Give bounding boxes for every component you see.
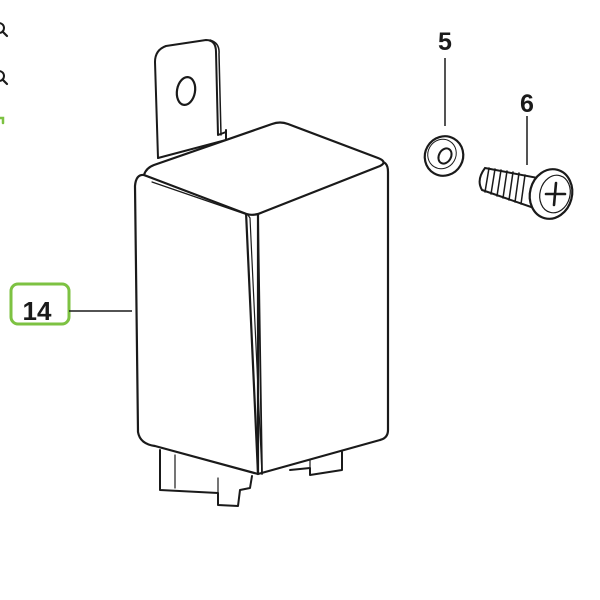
reset-view-tool[interactable] xyxy=(0,114,10,130)
mounting-bracket xyxy=(154,39,227,159)
relay-top-face xyxy=(142,121,385,216)
reset-view-icon xyxy=(0,116,5,125)
zoom-in-icon xyxy=(0,22,9,38)
relay-part[interactable] xyxy=(133,39,390,507)
relay-side-face xyxy=(256,160,390,476)
zoom-out-tool[interactable] xyxy=(0,70,10,86)
callout-screw[interactable]: 6 xyxy=(520,90,534,118)
callout-highlight-box xyxy=(9,282,71,326)
zoom-out-icon xyxy=(0,70,9,86)
bracket-hole xyxy=(175,76,197,106)
washer-hole xyxy=(437,147,453,165)
callout-relay[interactable]: 14 xyxy=(23,296,52,326)
relay-front-face xyxy=(133,173,260,476)
callout-relay-group[interactable]: 14 xyxy=(9,282,71,326)
phillips-cross-icon xyxy=(544,181,567,207)
zoom-in-tool[interactable] xyxy=(0,22,10,38)
connector-base xyxy=(159,449,343,507)
washer-part[interactable] xyxy=(418,129,471,183)
callout-washer[interactable]: 5 xyxy=(438,28,452,56)
screw-part[interactable] xyxy=(478,164,578,223)
